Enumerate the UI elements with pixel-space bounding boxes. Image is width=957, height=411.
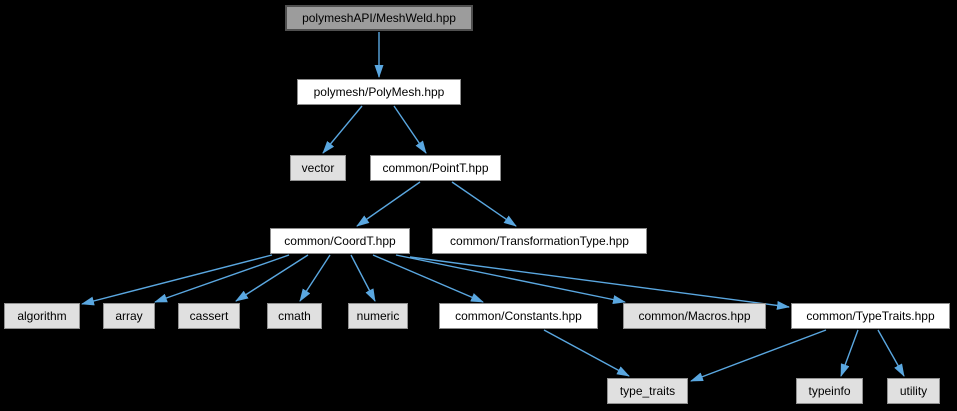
edge-coordt-to-macros <box>395 254 626 304</box>
node-typetraits[interactable]: common/TypeTraits.hpp <box>791 303 950 329</box>
node-cassert: cassert <box>178 303 240 329</box>
node-cmath: cmath <box>267 303 322 329</box>
edge-pointt-to-transformationtype <box>451 181 517 227</box>
edge-coordt-to-cassert <box>235 254 309 302</box>
node-polymesh[interactable]: polymesh/PolyMesh.hpp <box>297 79 461 105</box>
edge-coordt-to-constants <box>372 254 484 303</box>
edge-typetraits-to-utility <box>877 329 905 377</box>
node-typeinfo: typeinfo <box>796 378 863 404</box>
node-pointt[interactable]: common/PointT.hpp <box>370 155 501 181</box>
node-vector: vector <box>290 155 346 181</box>
node-utility: utility <box>887 378 940 404</box>
node-algorithm: algorithm <box>4 303 80 329</box>
edge-typetraits-to-type_traits <box>690 329 827 382</box>
edge-coordt-to-typetraits <box>409 256 790 310</box>
node-type_traits: type_traits <box>607 378 688 404</box>
edge-coordt-to-cmath <box>299 254 331 302</box>
node-constants[interactable]: common/Constants.hpp <box>439 303 598 329</box>
node-macros: common/Macros.hpp <box>623 303 766 329</box>
edge-constants-to-type_traits <box>543 329 630 377</box>
edge-coordt-to-algorithm <box>81 254 273 306</box>
node-array: array <box>103 303 155 329</box>
node-meshweld: polymeshAPI/MeshWeld.hpp <box>285 5 473 31</box>
edge-coordt-to-numeric <box>350 254 376 302</box>
edge-group <box>81 32 905 382</box>
node-transformationtype[interactable]: common/TransformationType.hpp <box>432 228 647 254</box>
node-numeric: numeric <box>348 303 408 329</box>
edge-pointt-to-coordt <box>356 181 421 227</box>
edge-typetraits-to-typeinfo <box>840 329 859 377</box>
edge-coordt-to-array <box>154 254 290 303</box>
node-coordt[interactable]: common/CoordT.hpp <box>270 228 410 254</box>
edge-polymesh-to-vector <box>322 105 363 154</box>
edge-polymesh-to-pointt <box>393 105 427 154</box>
